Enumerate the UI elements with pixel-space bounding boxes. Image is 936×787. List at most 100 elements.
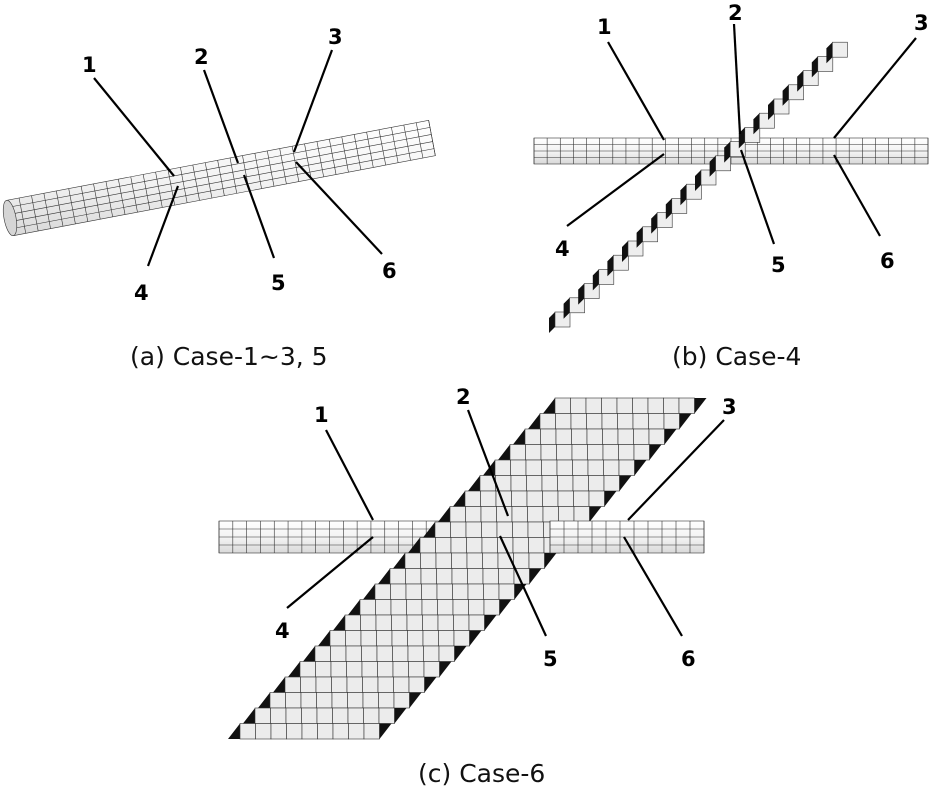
strip-b-side: [665, 198, 672, 220]
strip-b-side: [768, 99, 774, 120]
point-label-a-6: 6: [382, 259, 397, 283]
band-c-cell: [450, 537, 467, 554]
band-c-cell: [572, 459, 589, 476]
band-c-cell: [483, 583, 500, 600]
band-c-cell: [511, 490, 528, 507]
band-c-cell: [525, 444, 542, 461]
band-c-cell: [451, 552, 468, 569]
pipe-ring-a: [329, 139, 337, 175]
band-c-cell: [468, 599, 485, 616]
band-c-cell: [434, 521, 451, 538]
band-c-edge: [664, 429, 677, 445]
band-c-cell: [452, 583, 469, 600]
band-c-cell: [404, 552, 421, 569]
band-c-cell: [375, 599, 392, 616]
band-c-shadow: [258, 692, 270, 708]
band-c-cell: [315, 661, 332, 678]
band-c-cell: [616, 397, 633, 414]
band-c-cell: [573, 490, 590, 507]
band-c-edge: [604, 491, 617, 507]
band-c-cell: [526, 475, 543, 492]
band-c-cell: [450, 521, 467, 538]
band-c-edge: [439, 661, 452, 677]
pipe-ring-a: [415, 122, 424, 159]
band-c-cell: [255, 723, 272, 740]
band-c-cell: [453, 614, 470, 631]
band-c-cell: [347, 692, 364, 709]
point-label-b-6: 6: [880, 249, 895, 273]
band-c-cell: [285, 707, 302, 724]
band-c-cell: [542, 506, 559, 523]
point-label-a-3: 3: [328, 25, 343, 49]
strip-b-side: [709, 155, 716, 177]
band-c-cell: [378, 692, 395, 709]
band-c-cell: [586, 428, 603, 445]
band-c-cell: [633, 444, 650, 461]
band-c-cell: [526, 490, 543, 507]
band-c-cell: [570, 413, 587, 430]
band-c-cell: [314, 645, 331, 662]
band-c-cell: [482, 568, 499, 585]
leader-lines-b: [566, 23, 917, 245]
band-c-cell: [570, 397, 587, 414]
band-c-cell: [524, 428, 541, 445]
pipe-ring-a: [217, 160, 225, 196]
band-c-edge: [529, 568, 542, 584]
point-label-c-3: 3: [722, 395, 737, 419]
point-label-c-6: 6: [681, 647, 696, 671]
band-c-cell: [359, 599, 376, 616]
strip-b-side: [811, 56, 818, 78]
point-label-b-2: 2: [728, 1, 743, 25]
panel-c: 1 2 3 4 5 6 (c) Case-6: [218, 385, 737, 787]
band-c-cell: [632, 397, 649, 414]
band-c-cell: [601, 397, 618, 414]
pipe-ring-a: [142, 174, 151, 210]
leader-c-4: [286, 536, 374, 609]
band-c-cell: [347, 707, 364, 724]
point-label-a-5: 5: [271, 271, 286, 295]
band-c-cell: [663, 397, 680, 414]
band-c-shadow: [468, 475, 480, 491]
band-c-cell: [528, 552, 545, 569]
strip-b-side: [592, 269, 599, 291]
point-label-c-1: 1: [314, 403, 329, 427]
band-c-cell: [573, 506, 590, 523]
caption-b: (b) Case-4: [672, 342, 801, 371]
band-c-edge: [394, 708, 407, 724]
band-c-cell: [406, 599, 423, 616]
band-c-cell: [362, 692, 379, 709]
band-c-cell: [618, 459, 635, 476]
band-c-cell: [453, 630, 470, 647]
band-c-cell: [406, 614, 423, 631]
band-c-cell: [436, 568, 453, 585]
band-c-edge: [634, 460, 647, 476]
band-c-cell: [587, 444, 604, 461]
pipe-ring-a: [93, 183, 101, 220]
band-c-cell: [361, 661, 378, 678]
pipe-longitude-a: [7, 127, 431, 208]
pipe-end-a: [2, 199, 18, 237]
pipe-ring-a: [279, 148, 287, 184]
pipe-ring-a: [55, 190, 64, 227]
band-c-cell: [408, 661, 425, 678]
band-c-shadow: [333, 615, 345, 631]
band-c-cell: [362, 676, 379, 693]
band-c-cell: [438, 645, 455, 662]
band-c-cell: [451, 568, 468, 585]
band-c-cell: [375, 614, 392, 631]
band-c-cell: [391, 630, 408, 647]
pipe-mesh-a: [2, 119, 436, 237]
band-c-cell: [239, 723, 256, 740]
band-c-cell: [346, 676, 363, 693]
band-c-cell: [437, 614, 454, 631]
leader-b-1: [607, 41, 665, 141]
band-c-cell: [513, 552, 530, 569]
band-c-cell: [588, 475, 605, 492]
band-c-shadow: [228, 723, 240, 739]
pipe-ring-a: [118, 179, 126, 215]
band-c-cell: [423, 645, 440, 662]
strip-b-side: [724, 141, 731, 163]
band-c-cell: [648, 413, 665, 430]
band-c-cell: [541, 475, 558, 492]
